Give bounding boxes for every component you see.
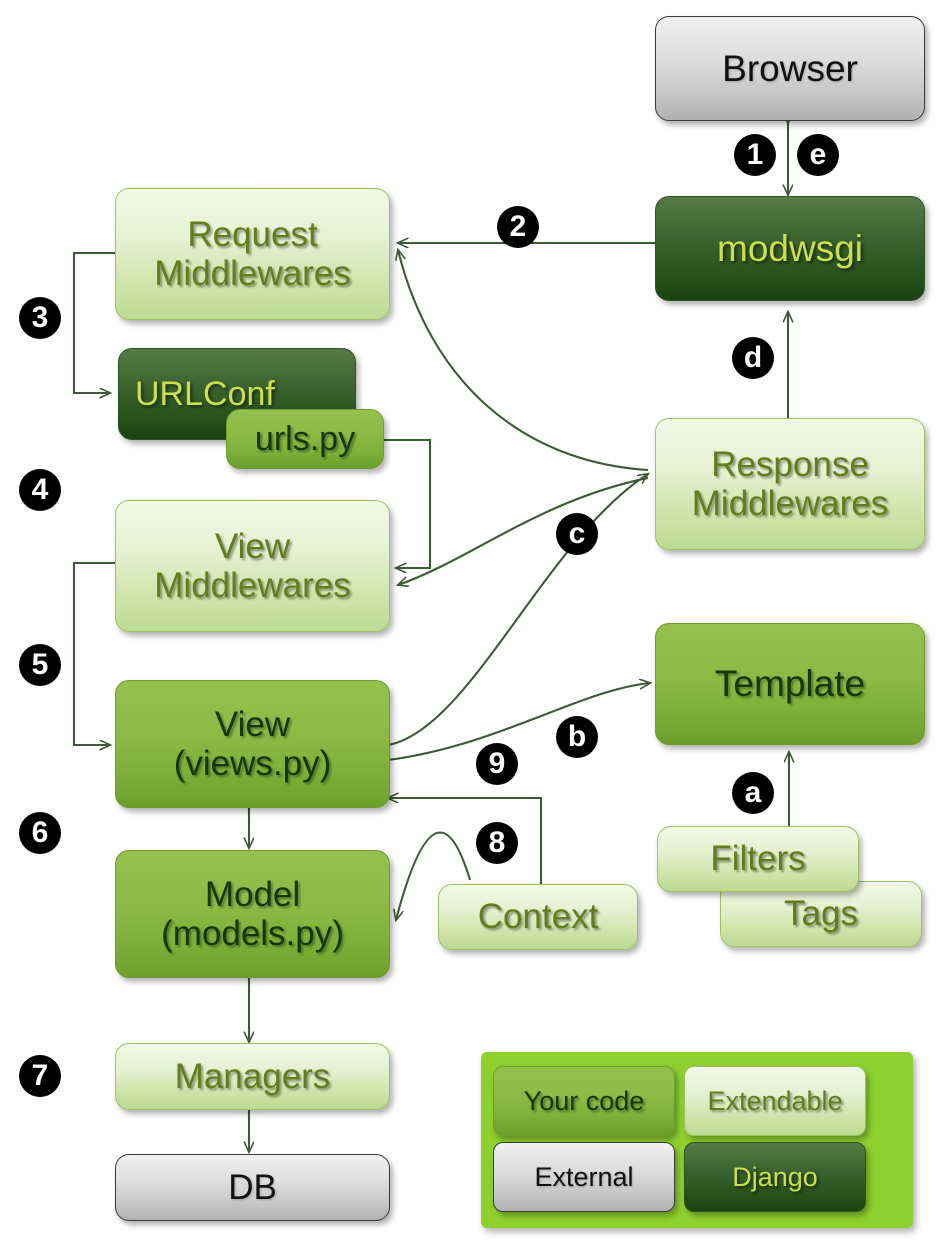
legend-item-your-code[interactable]: Your code	[493, 1066, 675, 1136]
step-marker-4: 4	[19, 469, 61, 511]
wire-context-model	[396, 831, 472, 921]
step-marker-d-label: d	[743, 341, 763, 374]
step-marker-2-label: 2	[509, 210, 527, 243]
node-view[interactable]: View (views.py)	[115, 680, 390, 808]
wire-view-response-mw	[387, 474, 648, 747]
step-marker-5-label: 5	[31, 648, 49, 681]
node-db-label: DB	[228, 1167, 277, 1207]
step-marker-c: c	[556, 513, 598, 555]
legend-item-external-label: External	[534, 1161, 634, 1192]
step-marker-2: 2	[497, 206, 539, 248]
wire-context-view	[388, 798, 543, 888]
node-managers-label: Managers	[174, 1056, 331, 1096]
step-marker-a-label: a	[744, 776, 762, 809]
node-request-middlewares-label: Request Middlewares	[154, 214, 351, 293]
legend-panel: Your code Extendable External Django	[481, 1052, 913, 1228]
node-urls-py-label: urls.py	[254, 419, 356, 458]
node-browser-label: Browser	[722, 47, 858, 89]
legend-item-external[interactable]: External	[493, 1142, 675, 1212]
node-view-label: View (views.py)	[173, 704, 332, 783]
step-marker-6: 6	[19, 812, 61, 854]
node-db[interactable]: DB	[115, 1154, 390, 1221]
node-context[interactable]: Context	[438, 884, 638, 950]
node-managers[interactable]: Managers	[115, 1043, 390, 1110]
node-tags[interactable]: Tags	[720, 881, 922, 947]
step-marker-1: 1	[734, 134, 776, 176]
step-marker-9-label: 9	[488, 747, 506, 780]
step-marker-3-label: 3	[31, 301, 49, 334]
step-marker-9: 9	[476, 743, 518, 785]
legend-item-extendable[interactable]: Extendable	[684, 1066, 866, 1136]
wire-request-mw-urlconf	[72, 251, 115, 393]
node-context-label: Context	[477, 897, 599, 937]
legend-item-your-code-label: Your code	[523, 1085, 645, 1116]
legend-item-django-label: Django	[732, 1161, 818, 1192]
node-response-middlewares[interactable]: Response Middlewares	[655, 418, 925, 550]
step-marker-8: 8	[476, 822, 518, 864]
node-response-middlewares-label: Response Middlewares	[691, 444, 889, 523]
node-filters-label: Filters	[710, 839, 806, 879]
step-marker-b: b	[556, 716, 598, 758]
node-urlconf-label: URLConf	[135, 374, 275, 413]
step-marker-b-label: b	[567, 720, 587, 753]
step-marker-d: d	[732, 337, 774, 379]
legend-item-django[interactable]: Django	[684, 1142, 866, 1212]
node-request-middlewares[interactable]: Request Middlewares	[115, 188, 390, 320]
node-modwsgi-label: modwsgi	[717, 227, 863, 269]
node-view-middlewares[interactable]: View Middlewares	[115, 500, 390, 632]
node-model[interactable]: Model (models.py)	[115, 850, 390, 978]
wire-urlspy-view-mw	[383, 438, 432, 568]
wire-response-mw-view-mw	[398, 476, 649, 585]
step-marker-c-label: c	[568, 517, 586, 550]
step-marker-5: 5	[19, 644, 61, 686]
wire-view-template	[387, 683, 650, 762]
node-urls-py[interactable]: urls.py	[226, 409, 384, 469]
wire-response-mw-request-mw	[398, 250, 649, 472]
step-marker-1-label: 1	[746, 138, 764, 171]
node-tags-label: Tags	[784, 894, 858, 934]
step-marker-8-label: 8	[488, 826, 506, 859]
node-modwsgi[interactable]: modwsgi	[655, 196, 925, 301]
node-browser[interactable]: Browser	[655, 16, 925, 121]
node-template-label: Template	[714, 663, 866, 705]
step-marker-e: e	[797, 134, 839, 176]
node-view-middlewares-label: View Middlewares	[154, 526, 351, 605]
step-marker-6-label: 6	[31, 816, 49, 849]
step-marker-e-label: e	[809, 138, 827, 171]
step-marker-7-label: 7	[31, 1059, 49, 1092]
node-filters[interactable]: Filters	[657, 826, 859, 892]
node-template[interactable]: Template	[655, 623, 925, 745]
wire-view-mw-view	[72, 561, 115, 745]
step-marker-7: 7	[19, 1055, 61, 1097]
legend-item-extendable-label: Extendable	[707, 1085, 843, 1116]
node-model-label: Model (models.py)	[161, 874, 344, 953]
step-marker-3: 3	[19, 297, 61, 339]
step-marker-a: a	[732, 772, 774, 814]
step-marker-4-label: 4	[31, 473, 49, 506]
